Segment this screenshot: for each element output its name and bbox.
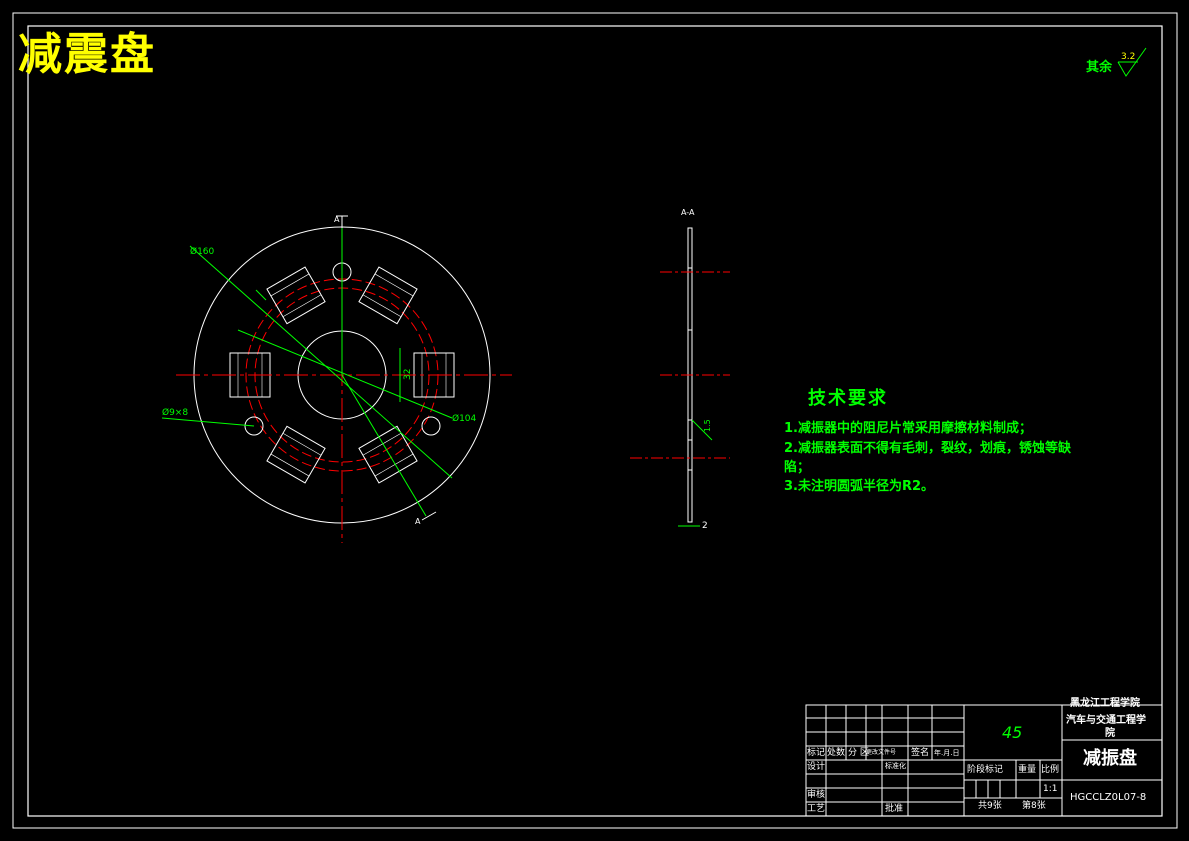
roughness-value: 3.2 [1121, 52, 1136, 62]
front-view: Ø160 Ø104 Ø9×8 32 A A [161, 215, 512, 543]
section-line-lower [341, 374, 427, 517]
dim-small-section: 1.5 [703, 419, 712, 432]
drawing-title: 减震盘 [18, 29, 156, 80]
tech-requirement-item: 2.减振器表面不得有毛刺，裂纹，划痕，锈蚀等缺 [784, 441, 1071, 456]
inner-border [27, 25, 1163, 817]
col-count: 处数 [827, 748, 846, 758]
ratio-label: 比例 [1041, 765, 1060, 775]
col-mark: 标记 [807, 748, 826, 758]
roughness-label: 其余 [1086, 60, 1113, 75]
outer-border [12, 12, 1178, 829]
section-arrow-bottom [421, 511, 437, 521]
spring-window [266, 425, 326, 484]
tech-requirement-item: 3.未注明圆弧半径为R2。 [784, 479, 935, 494]
dim-leader-holes [161, 417, 255, 427]
school-name: 黑龙江工程学院 [1070, 698, 1140, 709]
drawing-number: HGCCLZ0L07-8 [1070, 792, 1147, 803]
section-view: A-A 2 1.5 [630, 208, 730, 531]
dim-thickness: 2 [702, 521, 708, 531]
weight-label: 重量 [1018, 765, 1037, 775]
row-review: 审核 [807, 790, 826, 800]
tech-requirements-heading: 技术要求 [808, 388, 888, 409]
spring-window [358, 266, 418, 325]
title-block [805, 704, 1163, 817]
sheet-number: 第8张 [1022, 801, 1046, 811]
section-mark-bottom: A [415, 517, 421, 526]
row-standard: 标准化 [885, 762, 906, 770]
dim-holes: Ø9×8 [162, 407, 188, 418]
spring-window [266, 266, 326, 325]
stage-mark: 阶段标记 [967, 765, 1004, 775]
small-hole [244, 416, 264, 436]
part-name: 减振盘 [1083, 748, 1137, 769]
dim-leader-outer-diameter [189, 245, 453, 479]
row-process: 工艺 [807, 804, 826, 814]
dim-pitch-diameter: Ø104 [452, 413, 477, 424]
small-hole [421, 416, 441, 436]
department-tail: 院 [1105, 728, 1115, 739]
row-approve: 批准 [885, 804, 904, 814]
dim-small-section-leader [691, 419, 713, 441]
dim-small-leader [255, 289, 267, 301]
dim-outer-diameter: Ø160 [190, 246, 215, 257]
roughness-symbol [1117, 47, 1147, 77]
tech-requirement-item: 陷； [784, 460, 811, 475]
sheets-total: 共9张 [978, 801, 1002, 811]
col-sign: 签名 [911, 748, 930, 758]
section-label: A-A [681, 208, 695, 217]
section-mark-top: A [334, 215, 340, 224]
dim-leader-pitch-diameter [237, 329, 453, 419]
spring-window [358, 425, 418, 484]
col-date: 年.月.日 [934, 749, 960, 757]
col-zone: 分 区 [848, 748, 869, 758]
scale-value: 1:1 [1043, 784, 1058, 794]
row-design: 设计 [807, 762, 826, 772]
col-change-doc: 更改文件号 [866, 749, 897, 756]
material: 45 [1002, 723, 1023, 742]
tech-requirement-item: 1.减振器中的阻尼片常采用摩擦材料制成； [784, 421, 1032, 436]
department-name: 汽车与交通工程学 [1066, 715, 1146, 726]
dim-center-hole-text: 32 [403, 369, 413, 380]
